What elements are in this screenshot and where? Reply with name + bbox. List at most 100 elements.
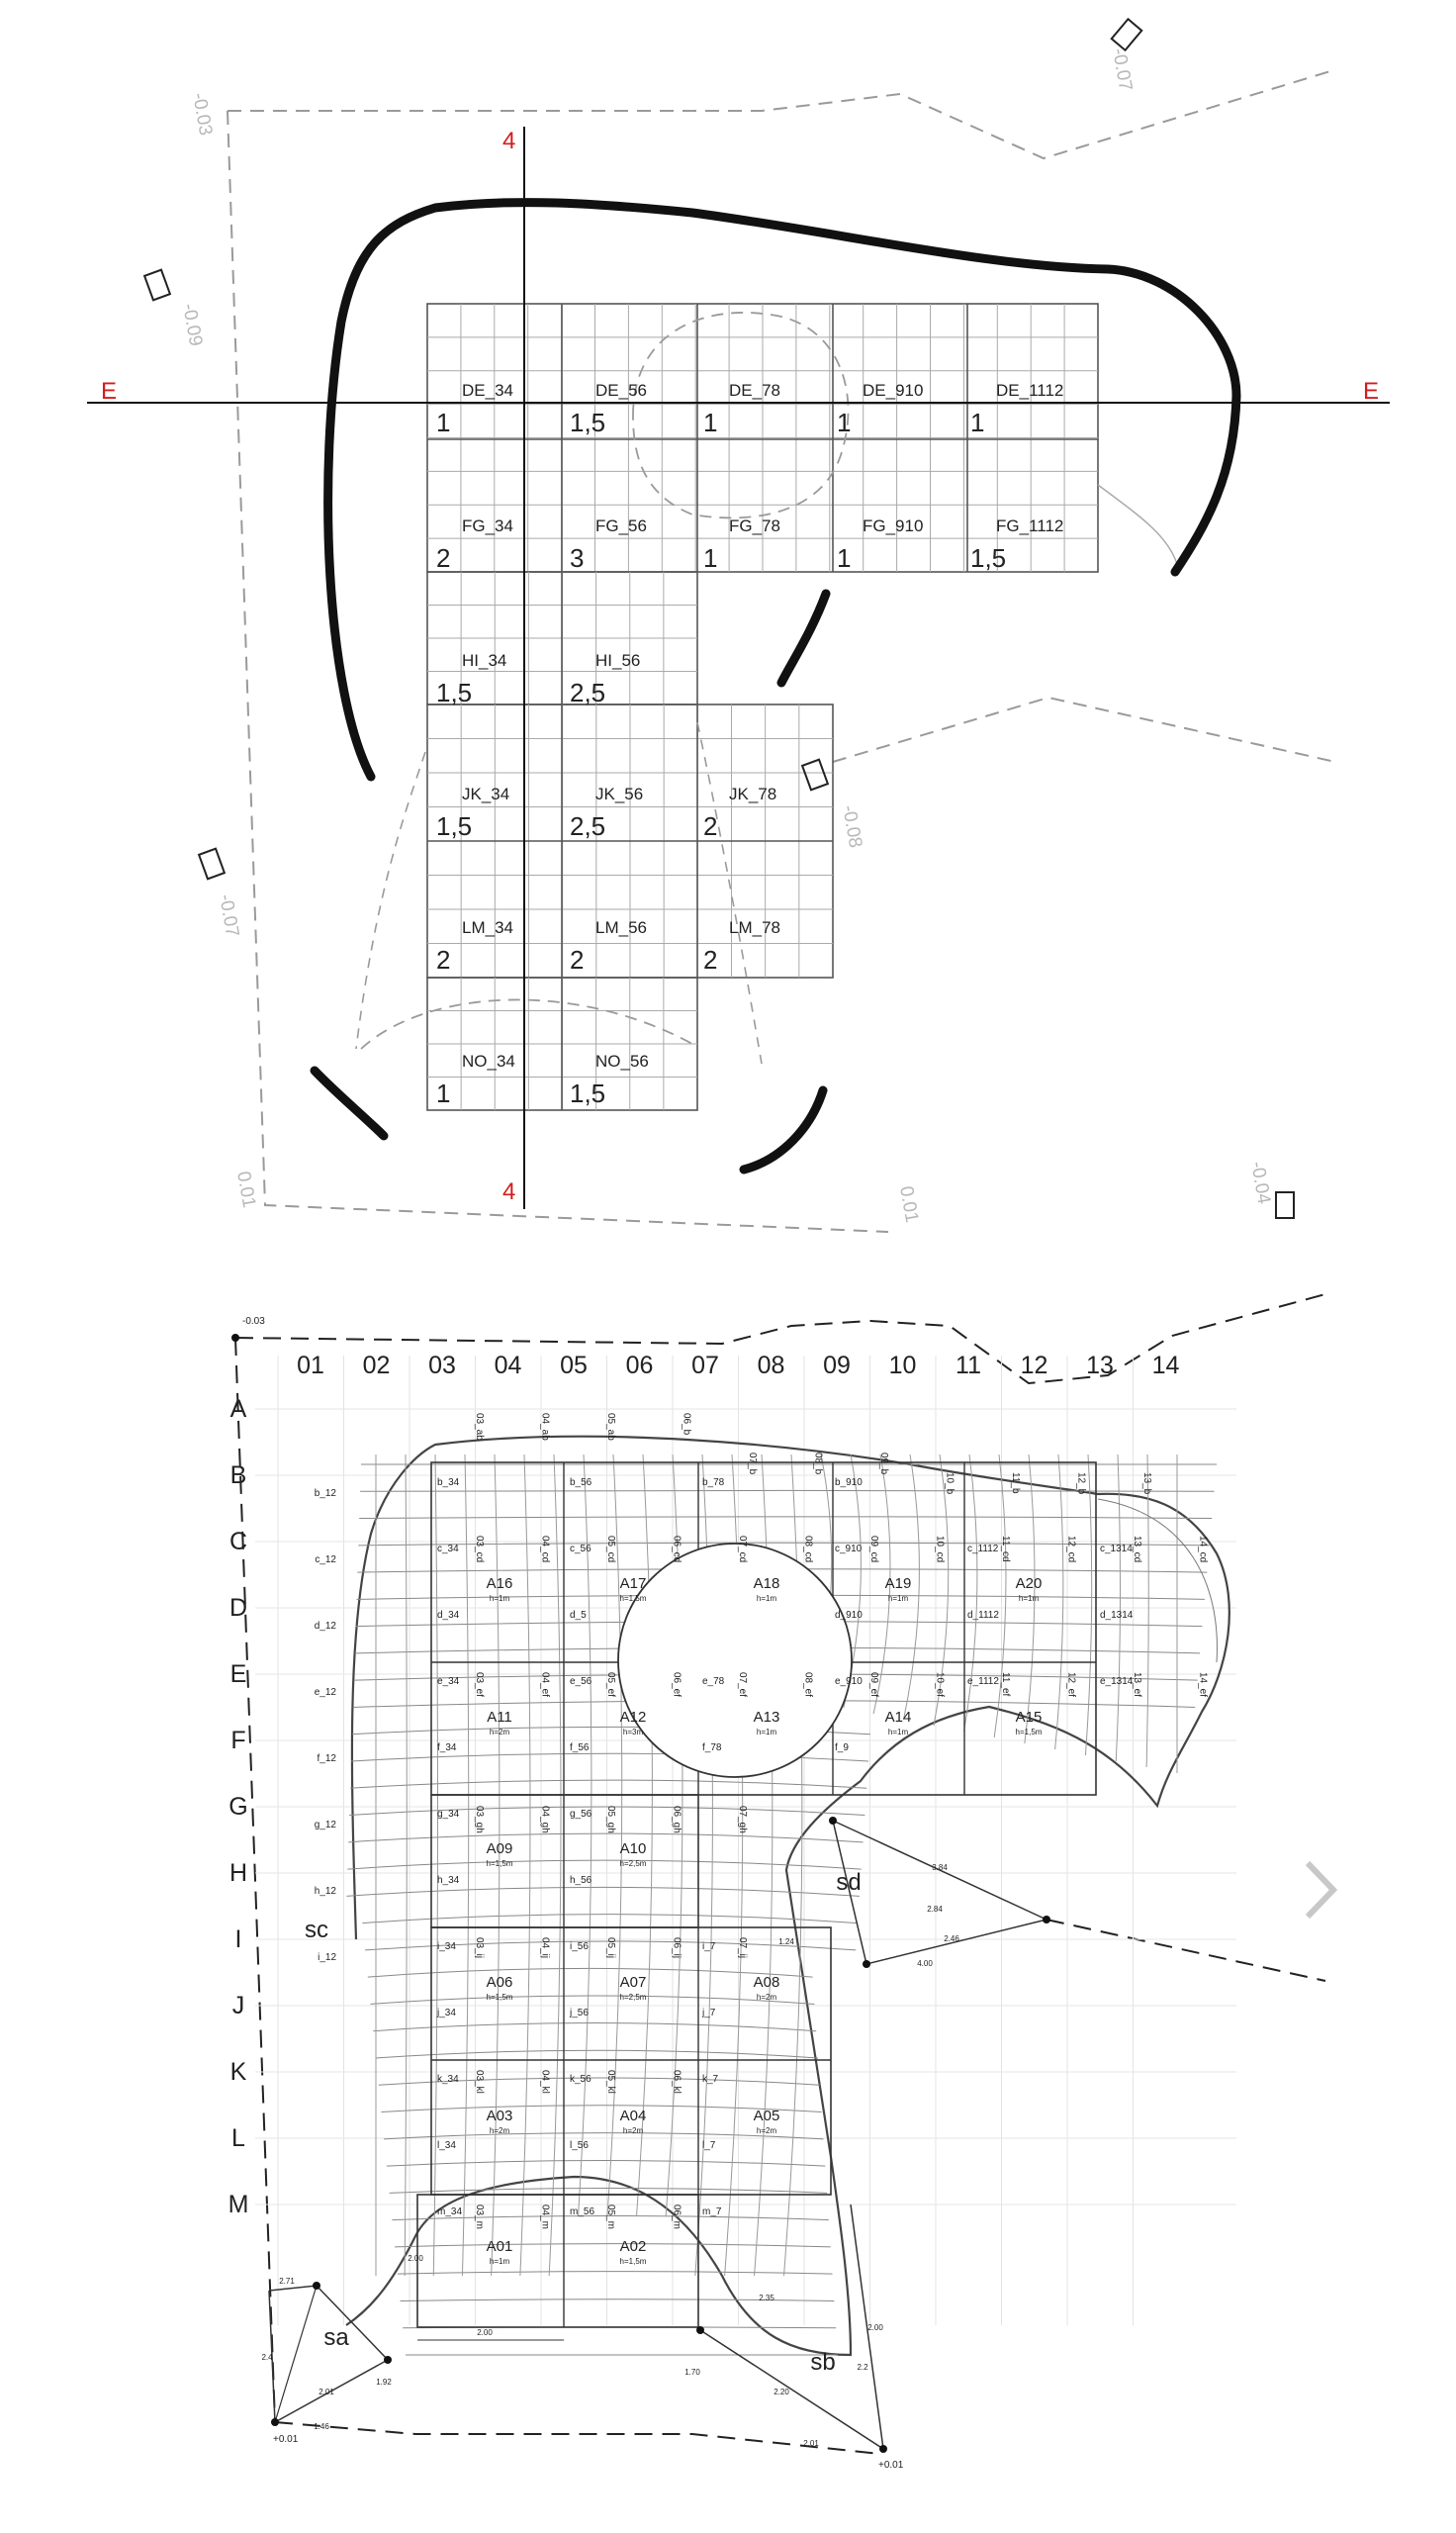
- top-node-label: 10_b: [945, 1472, 956, 1495]
- dimension-label: 2.01: [318, 2388, 334, 2396]
- level-marker-box: [142, 268, 172, 302]
- column-label: 02: [363, 1352, 391, 1379]
- column-label: 04: [495, 1352, 522, 1379]
- dimension-label: 2.71: [279, 2277, 295, 2286]
- survey-node: [879, 2445, 887, 2453]
- level-marker-box: [800, 758, 830, 792]
- column-label: 07: [691, 1352, 719, 1379]
- inner-node-label: e_910: [835, 1676, 863, 1687]
- inner-node-label: j_7: [701, 2008, 716, 2018]
- inner-node-label: b_34: [437, 1477, 460, 1488]
- survey-lines-sd: [832, 1820, 1049, 1965]
- inner-node-label: j_34: [436, 2008, 456, 2018]
- survey-node: [271, 2418, 279, 2426]
- mid-node-label: 12_ef: [1066, 1672, 1077, 1697]
- cell-name-label: DE_78: [729, 381, 780, 400]
- cell-name-label: JK_34: [462, 785, 509, 803]
- inner-node-label: c_34: [437, 1544, 459, 1554]
- mid-node-label: 05_ef: [605, 1672, 616, 1697]
- inner-node-label: c_56: [570, 1544, 592, 1554]
- mesh-line-v: [1054, 1454, 1064, 1750]
- heavy-boundary-main: [323, 198, 1241, 782]
- site-boundary-bottom-top: [234, 1293, 1326, 1385]
- cell-name-label: JK_78: [729, 785, 776, 803]
- row-label: H: [229, 1859, 247, 1887]
- module-id-label: A11: [487, 1709, 512, 1726]
- level-label: -0.03: [188, 91, 216, 137]
- module-height-label: h=2m: [490, 1728, 510, 1736]
- axis-e-label: E: [101, 378, 117, 405]
- module-id-label: A10: [620, 1840, 647, 1857]
- mesh-line-v: [519, 1454, 531, 2277]
- site-boundary-bottom-right: [1046, 1919, 1326, 1982]
- level-label: -0.08: [838, 803, 865, 849]
- next-slide-button[interactable]: [1291, 1850, 1350, 1929]
- mesh-line-h: [359, 1516, 1213, 1520]
- mesh-outline: [345, 1435, 1230, 2357]
- module-id-label: A16: [487, 1575, 513, 1592]
- mesh-line-v: [1084, 1454, 1093, 1756]
- cell-value-label: 1,5: [436, 811, 472, 841]
- cell-value-label: 1,5: [970, 543, 1006, 573]
- survey-node: [231, 1334, 239, 1342]
- mesh-line-h: [347, 1859, 862, 1870]
- mid-node-label: 04_gh: [540, 1806, 551, 1833]
- module-height-label: h=1m: [888, 1594, 909, 1603]
- module-height-label: h=2m: [757, 1993, 777, 2002]
- mid-node-label: 05_cd: [605, 1536, 616, 1562]
- mesh-line-h: [358, 1542, 1210, 1547]
- inner-node-label: d_1314: [1100, 1610, 1134, 1621]
- module-id-label: A19: [885, 1575, 912, 1592]
- cell-name-label: FG_1112: [996, 516, 1063, 535]
- mid-node-label: 03_kl: [474, 2070, 485, 2094]
- dimension-label: 1.46: [314, 2422, 329, 2431]
- cell-name-label: DE_1112: [996, 381, 1063, 400]
- axis-e-label: E: [1363, 378, 1379, 405]
- row-label: I: [235, 1925, 242, 1953]
- inner-node-label: c_910: [835, 1544, 863, 1554]
- module-height-label: h=3m: [623, 1728, 644, 1736]
- mid-node-label: 14_cd: [1198, 1536, 1209, 1562]
- inner-node-label: k_7: [702, 2074, 719, 2085]
- dimension-label: 4.00: [917, 1959, 933, 1968]
- mesh-line-h: [397, 2271, 833, 2275]
- cell-name-label: HI_56: [595, 651, 640, 670]
- dimension-label: 2.35: [759, 2294, 774, 2302]
- left-node-label: d_12: [315, 1621, 337, 1632]
- inner-node-label: m_7: [702, 2206, 722, 2217]
- cell-name-label: HI_34: [462, 651, 506, 670]
- module-id-label: A03: [487, 2108, 513, 2124]
- top-node-label: 06_b: [682, 1413, 692, 1436]
- inner-node-label: k_34: [437, 2074, 459, 2085]
- mesh-line-h: [346, 1886, 860, 1897]
- column-label: 14: [1152, 1352, 1180, 1379]
- module-id-label: A13: [754, 1709, 780, 1726]
- survey-node: [384, 2356, 392, 2364]
- dimension-label: 2.4: [261, 2353, 273, 2362]
- row-label: M: [228, 2191, 249, 2218]
- module-height-label: h=1m: [490, 2257, 510, 2266]
- module-id-label: A15: [1016, 1709, 1043, 1726]
- mesh-line-h: [367, 1967, 813, 1978]
- mesh-line-v: [903, 1454, 920, 1721]
- mid-node-label: 07_ef: [737, 1672, 748, 1697]
- cell-name-label: JK_56: [595, 785, 643, 803]
- cell-value-label: 1,5: [570, 408, 605, 437]
- cell-value-label: 1,5: [570, 1079, 605, 1108]
- mesh-line-h: [400, 2298, 835, 2301]
- level-label: 0.01: [232, 1170, 259, 1209]
- row-label: L: [231, 2124, 245, 2152]
- inner-node-label: f_34: [437, 1742, 457, 1753]
- mid-node-label: 03_ij: [474, 1937, 485, 1958]
- inner-node-label: g_56: [570, 1809, 592, 1820]
- mid-node-label: 05_ij: [605, 1937, 616, 1958]
- level-marker-box: [1110, 17, 1143, 52]
- survey-lines-sb: [699, 2204, 884, 2451]
- left-node-label: b_12: [315, 1488, 337, 1499]
- dimension-label: 2.00: [477, 2328, 493, 2337]
- mid-node-label: 06_gh: [672, 1806, 682, 1833]
- module-height-label: h=1m: [490, 1594, 510, 1603]
- mid-node-label: 03_gh: [474, 1806, 485, 1833]
- module-height-label: h=2m: [757, 2126, 777, 2135]
